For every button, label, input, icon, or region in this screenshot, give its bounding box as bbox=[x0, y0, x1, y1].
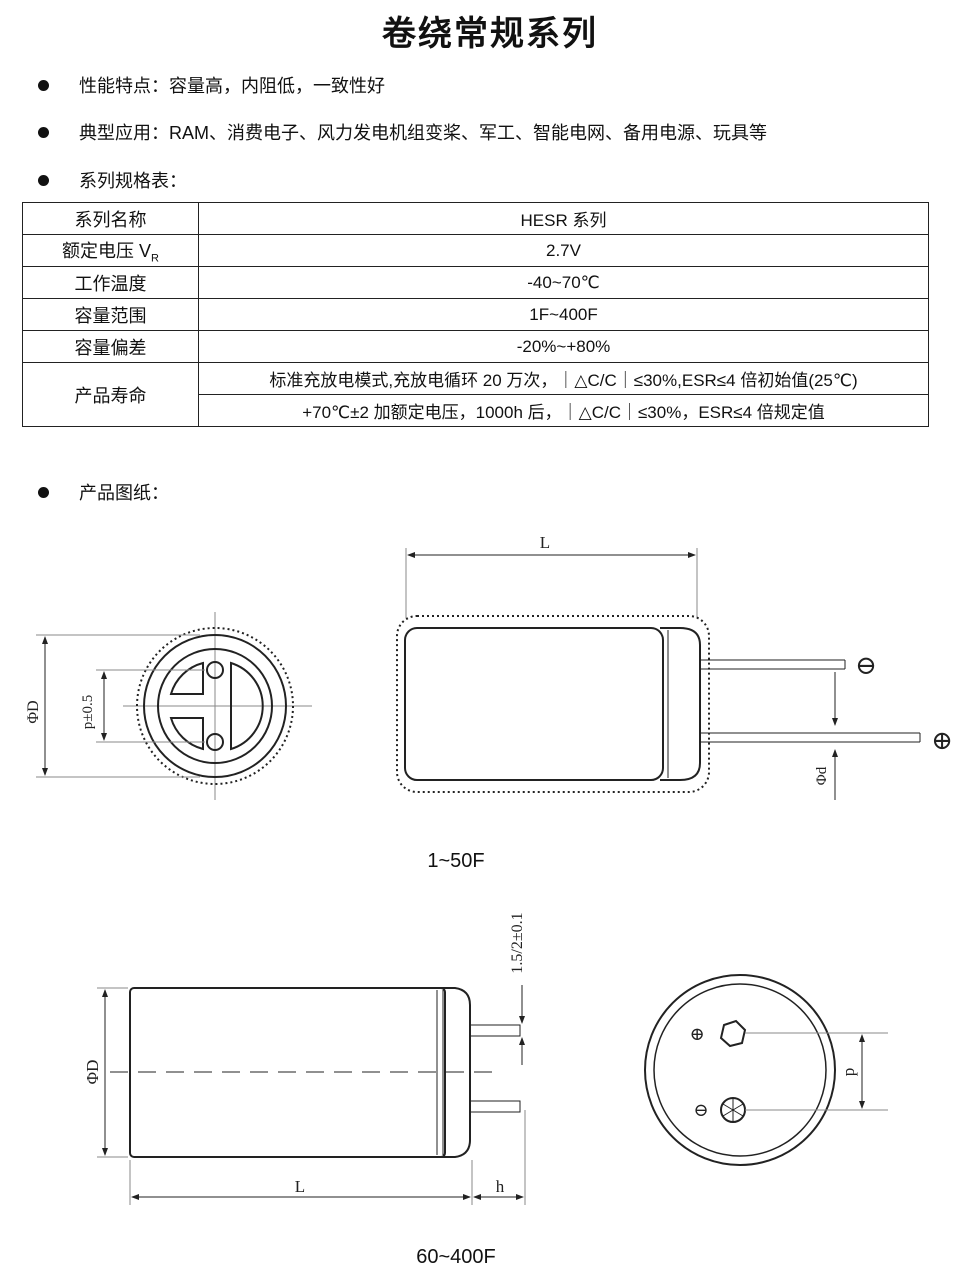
plus-terminal-icon: ⊕ bbox=[689, 1024, 704, 1044]
row-value: 标准充放电模式,充放电循环 20 万次，｜△C/C｜≤30%,ESR≤4 倍初始… bbox=[198, 362, 929, 395]
plus-terminal-icon: ⊕ bbox=[931, 726, 953, 755]
bullet-features: 性能特点：容量高，内阻低，一致性好 bbox=[38, 72, 385, 98]
bullet-dot bbox=[38, 174, 49, 186]
minus-terminal-icon: ⊖ bbox=[855, 651, 877, 680]
page-title: 卷绕常规系列 bbox=[382, 14, 598, 54]
table-row: 产品寿命标准充放电模式,充放电循环 20 万次，｜△C/C｜≤30%,ESR≤4… bbox=[22, 362, 929, 427]
bullet-dot bbox=[38, 126, 49, 138]
row-value: +70℃±2 加额定电压，1000h 后，｜△C/C｜≤30%，ESR≤4 倍规… bbox=[198, 394, 929, 427]
h-label: h bbox=[496, 1177, 505, 1196]
diameter-label: ΦD bbox=[25, 700, 42, 723]
row-label: 容量范围 bbox=[22, 298, 199, 331]
minus-terminal-icon: ⊖ bbox=[693, 1100, 708, 1120]
row-label-text: 额定电压 V bbox=[62, 240, 152, 261]
pitch-label: p bbox=[839, 1068, 858, 1077]
length-label: L bbox=[540, 533, 550, 552]
large-cap-side-view: ΦD L h 1.5/2±0.1 bbox=[83, 912, 526, 1205]
bullet-applications: 典型应用：RAM、消费电子、风力发电机组变桨、军工、智能电网、备用电源、玩具等 bbox=[38, 119, 767, 145]
bullet-text: 系列规格表： bbox=[79, 171, 187, 191]
row-label: 额定电压 VR bbox=[22, 234, 199, 267]
row-label-sub: R bbox=[151, 252, 159, 265]
row-label: 工作温度 bbox=[22, 266, 199, 299]
row-value: HESR 系列 bbox=[198, 202, 929, 235]
row-label: 产品寿命 bbox=[22, 362, 199, 427]
caption-60-400f: 60~400F bbox=[416, 1246, 496, 1268]
row-label: 系列名称 bbox=[22, 202, 199, 235]
length-label: L bbox=[295, 1177, 305, 1196]
lead-diameter-label: Φd bbox=[814, 766, 830, 785]
bullet-dot bbox=[38, 79, 49, 91]
row-value: -20%~+80% bbox=[198, 330, 929, 363]
lead-diameter-label: 1.5/2±0.1 bbox=[509, 912, 526, 973]
bullet-spec-table: 系列规格表： bbox=[38, 167, 187, 193]
bullet-text: 产品图纸： bbox=[79, 483, 169, 503]
bullet-text: 典型应用：RAM、消费电子、风力发电机组变桨、军工、智能电网、备用电源、玩具等 bbox=[79, 123, 767, 143]
small-cap-side-view: L Φd ⊖ ⊕ bbox=[396, 533, 953, 800]
small-cap-end-view: ΦD p±0.5 bbox=[25, 612, 312, 800]
diameter-label: ΦD bbox=[83, 1060, 102, 1085]
table-row: 工作温度-40~70℃ bbox=[22, 266, 929, 299]
row-value: -40~70℃ bbox=[198, 266, 929, 299]
pitch-label: p±0.5 bbox=[80, 695, 96, 729]
large-cap-end-view: ⊕ ⊖ p bbox=[644, 974, 888, 1166]
bullet-drawings: 产品图纸： bbox=[38, 479, 169, 505]
bullet-text: 性能特点：容量高，内阻低，一致性好 bbox=[79, 76, 385, 96]
caption-1-50f: 1~50F bbox=[427, 850, 485, 872]
bullet-dot bbox=[38, 486, 49, 498]
table-row: +70℃±2 加额定电压，1000h 后，｜△C/C｜≤30%，ESR≤4 倍规… bbox=[23, 394, 929, 427]
